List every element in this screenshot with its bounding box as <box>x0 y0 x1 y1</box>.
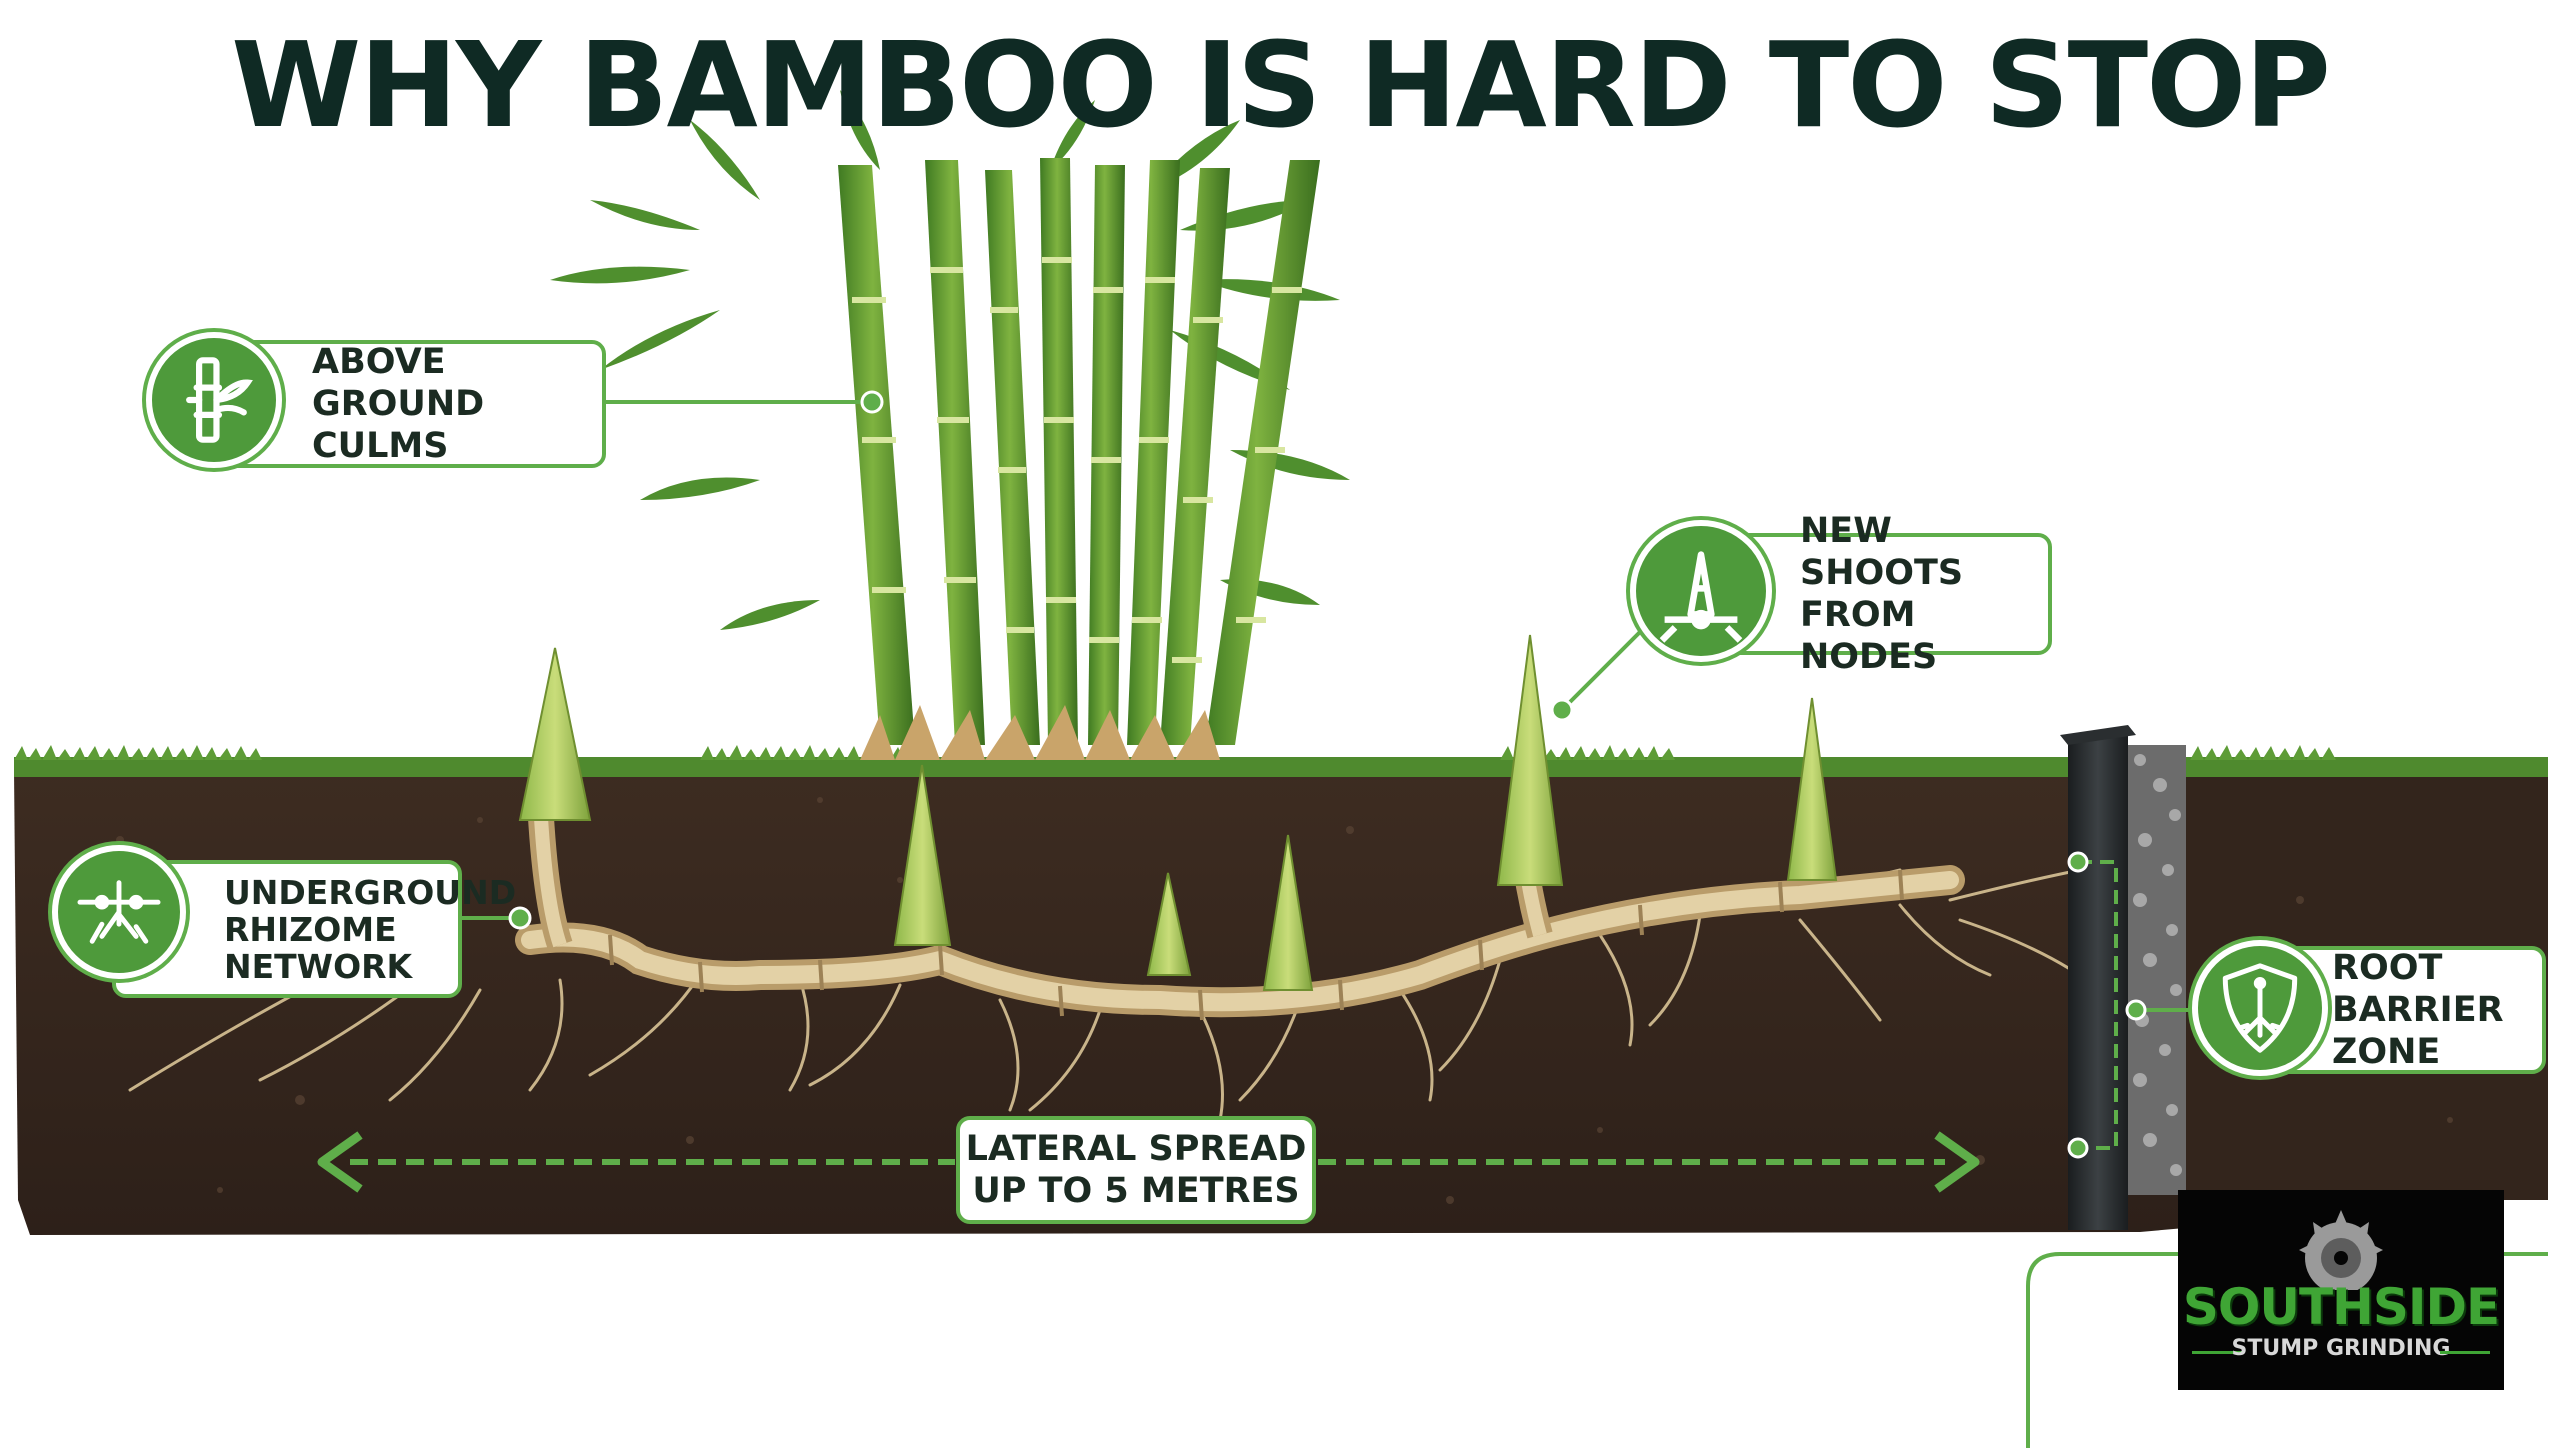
shoot-icon <box>1630 520 1772 662</box>
new-shoots <box>518 634 1838 991</box>
lateral-spread-arrow <box>317 1131 1980 1193</box>
callout-spread-line2: UP TO 5 METRES <box>972 1171 1300 1211</box>
callout-culms-line1: ABOVE GROUND <box>312 342 485 424</box>
bamboo-culms <box>838 158 1320 760</box>
saw-blade-icon <box>2299 1210 2383 1290</box>
callout-lateral-spread: LATERAL SPREAD UP TO 5 METRES <box>956 1116 1316 1224</box>
connector-dots <box>508 390 2147 1159</box>
callout-rhizome-line3: NETWORK <box>224 946 413 986</box>
callout-new-shoots: NEW SHOOTS FROM NODES <box>1680 511 2052 677</box>
company-logo: SOUTHSIDE STUMP GRINDING <box>2178 1190 2504 1390</box>
callout-spread-line1: LATERAL SPREAD <box>965 1129 1307 1169</box>
logo-brand-text: SOUTHSIDE <box>2182 1278 2500 1336</box>
callout-barrier-line1: ROOT BARRIER <box>2332 948 2504 1030</box>
callout-shoots-line1: NEW SHOOTS <box>1800 511 1964 593</box>
callout-rhizome-line2: RHIZOME <box>224 909 397 949</box>
logo-subtitle-text: STUMP GRINDING <box>2231 1336 2451 1361</box>
callout-shoots-line2: FROM NODES <box>1800 595 1938 677</box>
shield-root-icon <box>2192 940 2328 1076</box>
callout-culms-line2: CULMS <box>312 426 449 466</box>
page-title: WHY BAMBOO IS HARD TO STOP <box>231 16 2331 154</box>
callout-rhizome-line1: UNDERGROUND <box>224 872 517 912</box>
bamboo-stalk-icon <box>146 332 282 468</box>
callout-barrier-line2: ZONE <box>2332 1032 2441 1072</box>
rhizome-icon <box>52 845 186 979</box>
